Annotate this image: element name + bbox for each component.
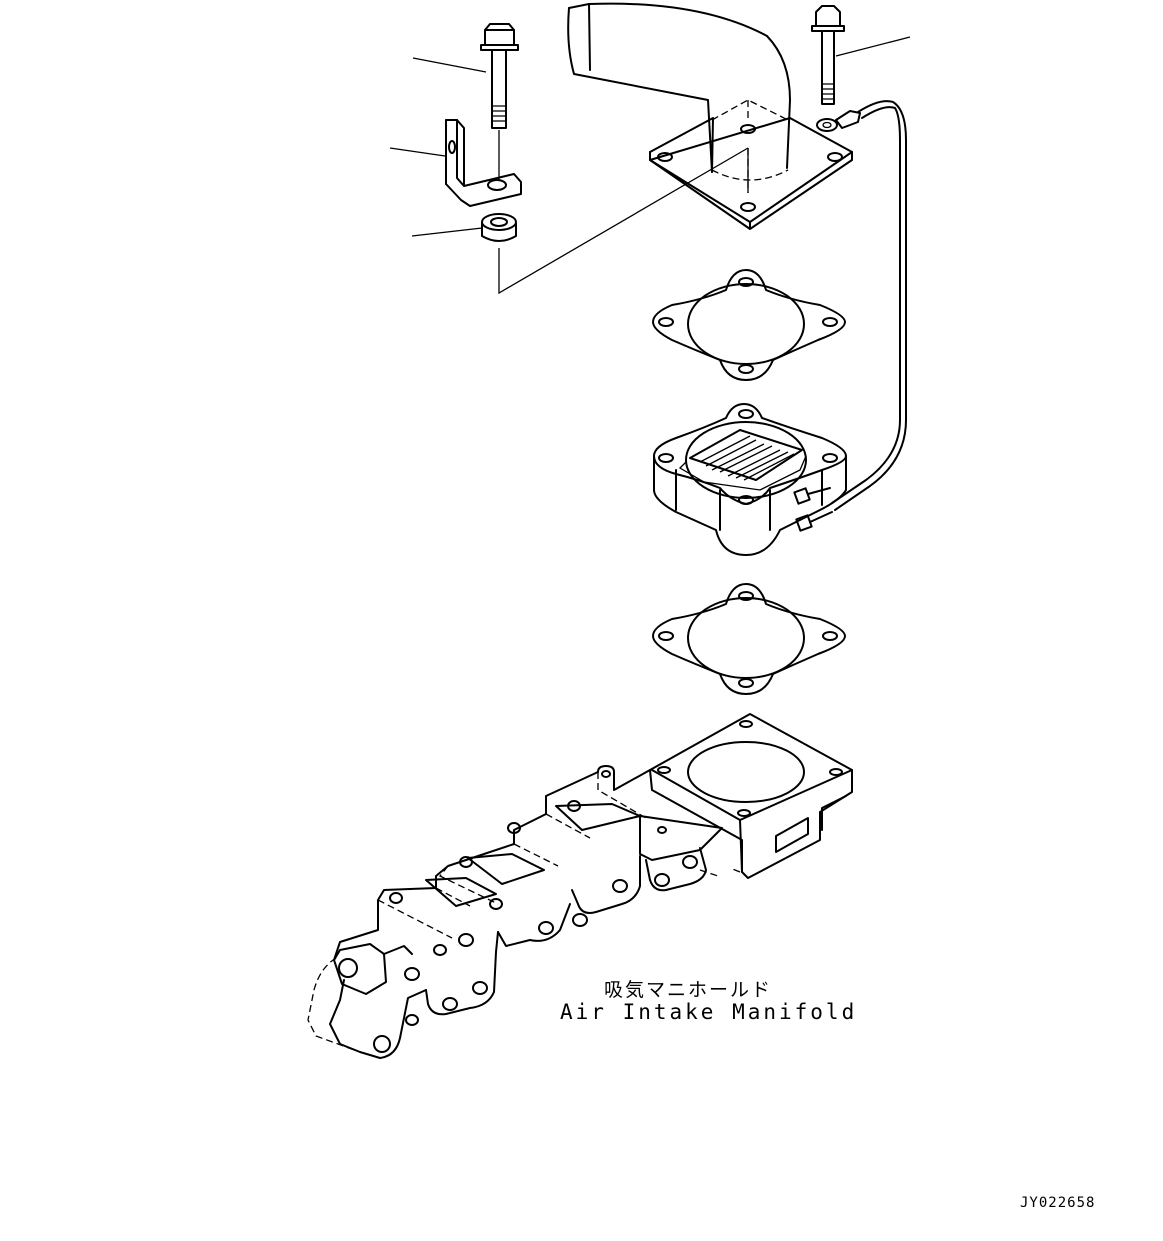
bolt-left — [480, 23, 519, 180]
gasket-lower — [652, 583, 846, 695]
leader-lines — [389, 36, 911, 237]
intake-heater — [653, 403, 847, 556]
bolt-right — [811, 5, 845, 105]
drawing-code: JY022658 — [1020, 1195, 1096, 1211]
elbow-pipe — [567, 2, 853, 230]
gasket-upper — [652, 269, 846, 381]
bracket — [445, 119, 522, 207]
spacer — [481, 147, 749, 295]
air-intake-manifold — [307, 713, 853, 1059]
manifold-label-en: Air Intake Manifold — [560, 1000, 858, 1024]
manifold-label-jp: 吸気マニホールド — [604, 979, 773, 1001]
ground-wire — [816, 100, 907, 511]
